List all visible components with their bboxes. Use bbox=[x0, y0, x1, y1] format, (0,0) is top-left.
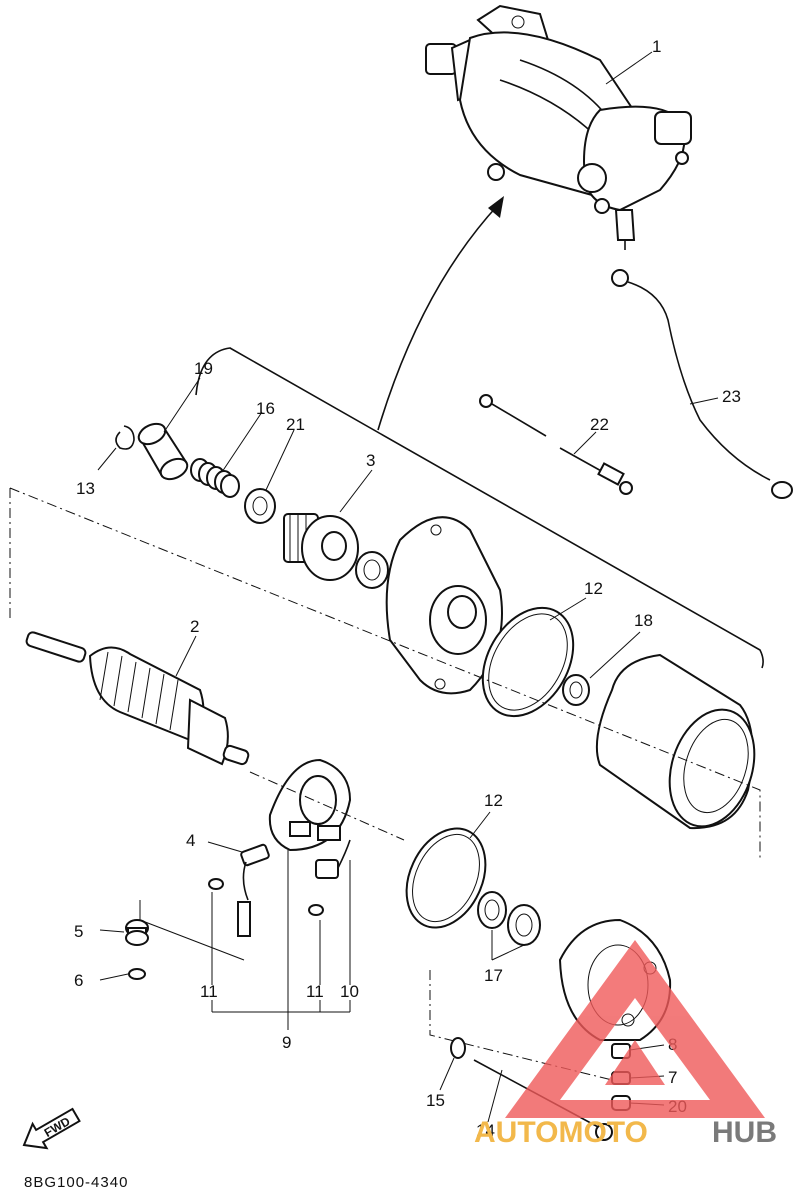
brush-plate-9 bbox=[268, 758, 352, 852]
callout-23: 23 bbox=[722, 387, 741, 406]
washer-17b bbox=[507, 904, 541, 946]
brush-10 bbox=[315, 839, 351, 879]
callout-16: 16 bbox=[256, 399, 275, 418]
callout-14: 14 bbox=[476, 1121, 495, 1140]
axis-line-upper bbox=[9, 487, 761, 860]
callout-19: 19 bbox=[194, 359, 213, 378]
circlip-13 bbox=[115, 425, 135, 450]
callout-12b: 12 bbox=[484, 791, 503, 810]
callout-1: 1 bbox=[652, 37, 661, 56]
brush-4 bbox=[240, 843, 270, 901]
lead-wire-22 bbox=[479, 394, 633, 495]
starter-motor-assembly bbox=[425, 4, 692, 250]
washer-15 bbox=[450, 1037, 466, 1059]
o-ring-12-upper-inner bbox=[488, 613, 568, 711]
washer-17a bbox=[477, 891, 507, 929]
washer-small bbox=[355, 551, 389, 589]
fwd-arrow-icon: FWD bbox=[22, 1107, 81, 1150]
washer-21 bbox=[244, 488, 276, 524]
callout-6: 6 bbox=[74, 971, 83, 990]
callout-4: 4 bbox=[186, 831, 195, 850]
callout-3: 3 bbox=[366, 451, 375, 470]
watermark-triangle-icon bbox=[505, 940, 765, 1118]
watermark-logo bbox=[505, 940, 765, 1118]
callout-15: 15 bbox=[426, 1091, 445, 1110]
collar-19 bbox=[137, 422, 189, 481]
callout-11b: 11 bbox=[306, 982, 324, 1001]
callout-18: 18 bbox=[634, 611, 653, 630]
watermark-part2: HUB bbox=[712, 1116, 777, 1149]
pinion-gear-3 bbox=[283, 513, 359, 581]
assembly-arrow bbox=[377, 204, 499, 431]
callout-12a: 12 bbox=[584, 579, 603, 598]
lead-wire-23 bbox=[611, 269, 793, 499]
callout-17: 17 bbox=[484, 966, 503, 985]
callout-10: 10 bbox=[340, 982, 359, 1001]
nut-5 bbox=[125, 919, 149, 946]
diagram-code: 8BG100-4340 bbox=[24, 1174, 128, 1191]
callout-2: 2 bbox=[190, 617, 199, 636]
callout-22: 22 bbox=[590, 415, 609, 434]
washer-18-inner bbox=[569, 681, 583, 699]
group-bracket bbox=[195, 347, 764, 669]
watermark-text: AUTOMOTO HUB bbox=[474, 1116, 777, 1149]
callout-9: 9 bbox=[282, 1033, 291, 1052]
washer-18 bbox=[562, 674, 590, 706]
group-line-11-9-10 bbox=[211, 1000, 351, 1013]
armature-2 bbox=[25, 631, 250, 766]
yoke-housing bbox=[595, 653, 756, 830]
callout-11a: 11 bbox=[200, 982, 218, 1001]
front-cover bbox=[385, 516, 503, 695]
watermark-inner-triangle-icon bbox=[605, 1040, 665, 1085]
watermark-part1: AUTOMOTO bbox=[474, 1116, 648, 1149]
spring-16 bbox=[190, 458, 240, 498]
callout-13: 13 bbox=[76, 479, 95, 498]
washer-6 bbox=[128, 968, 146, 980]
callout-7: 7 bbox=[668, 1068, 677, 1087]
callout-5: 5 bbox=[74, 922, 83, 941]
assembly-arrow-head bbox=[488, 196, 504, 218]
callout-21: 21 bbox=[286, 415, 305, 434]
bolt-washer-11 bbox=[208, 878, 324, 937]
